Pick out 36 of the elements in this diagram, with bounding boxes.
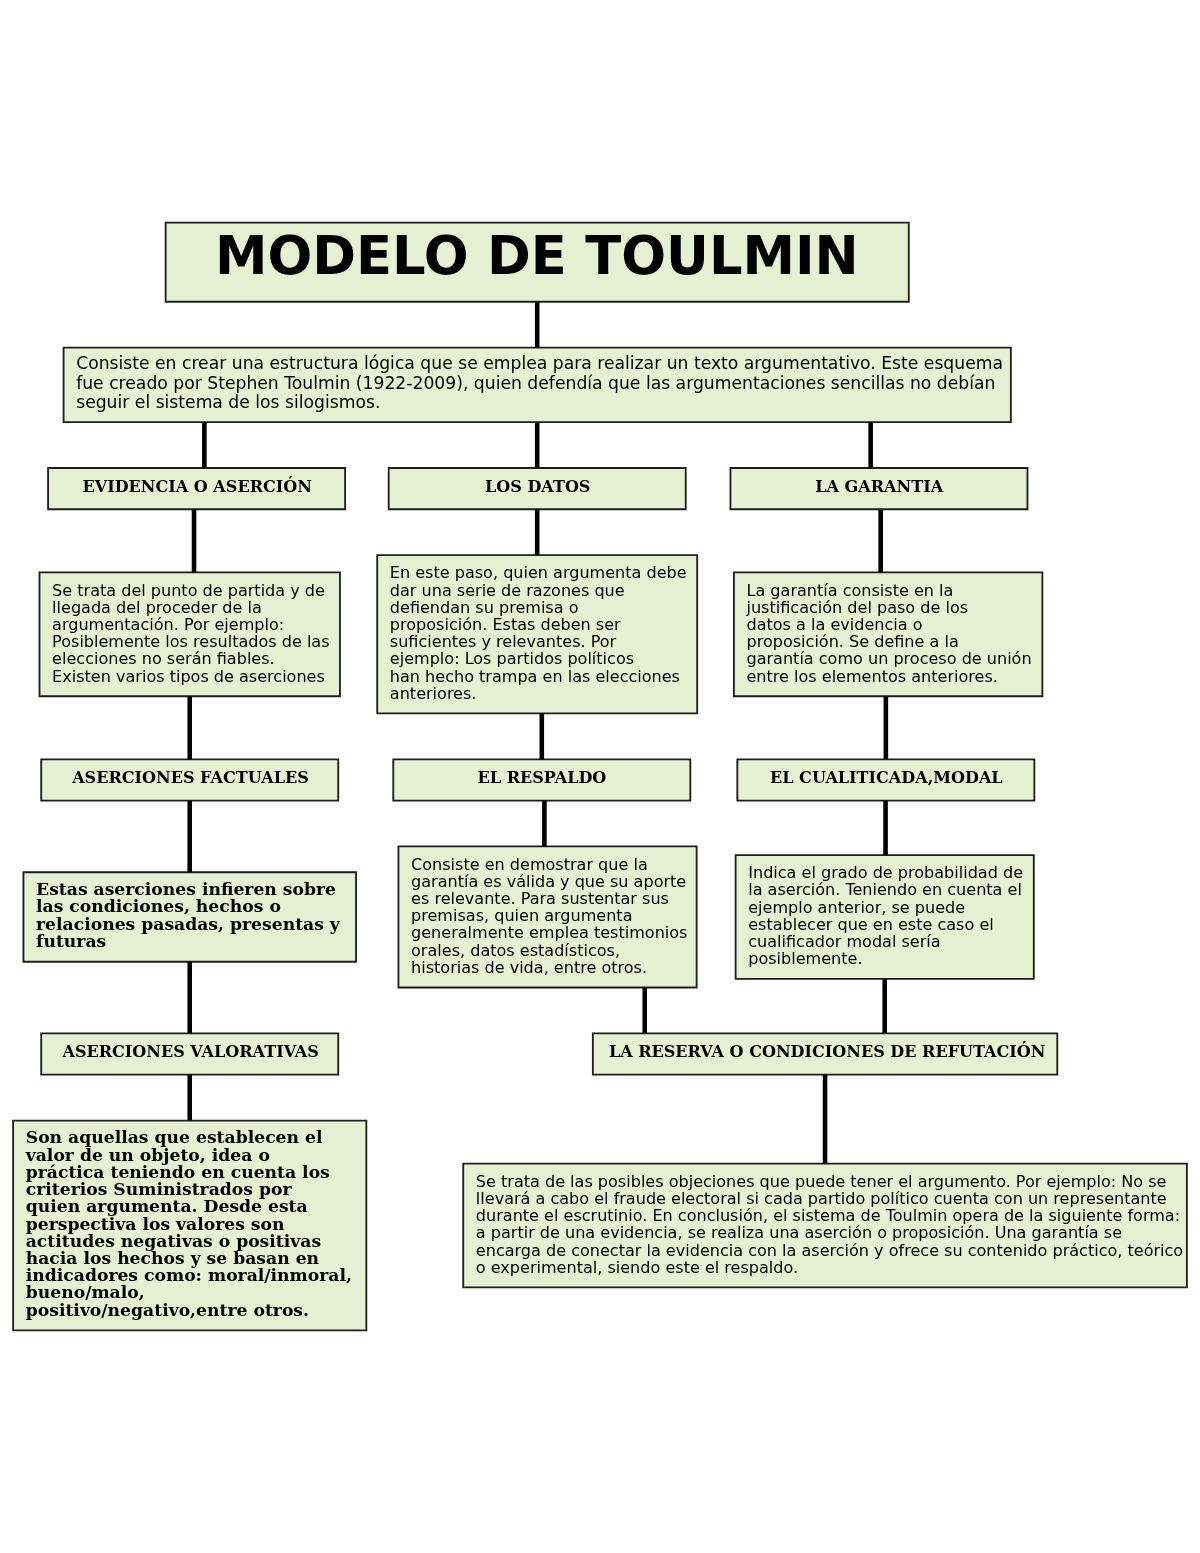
node-box: LOS DATOS (387, 467, 687, 511)
connector (187, 800, 193, 873)
connector (187, 961, 193, 1034)
node-box: LA RESERVA O CONDICIONES DE REFUTACIÓN (591, 1032, 1059, 1076)
connector (191, 509, 197, 573)
connector (542, 800, 547, 847)
node-box: Se trata de las posibles objeciones que puede tener el argumento. Por ejemplo: No se llevará a cabo el fraude electoral si cada partido político cuenta con un representante durante el escrutinio. En conclusión, el sistema de Toulmin opera de la siguiente forma: a partir de una evidencia, se realiza una aserción o proposición. Una garantía se encarga de conectar la evidencia con la aserción y ofrece su contenido práctico, teórico o experimental, siendo este el respaldo. (462, 1162, 1188, 1289)
node-box: EL CUALITICADA,MODAL (736, 758, 1036, 802)
connector (187, 696, 193, 760)
node-box: ASERCIONES VALORATIVAS (40, 1032, 340, 1076)
node-box: Consiste en demostrar que la garantía es válida y que su aporte es relevante. Para sustentar sus premisas, quien argumenta generalmente emplea testimonios orales, datos estadísticos, historias de vida, entre otros. (397, 845, 698, 989)
node-box: MODELO DE TOULMIN (164, 221, 910, 303)
node-box: La garantía consiste en la justificación del paso de los datos a la evidencia o proposición. Se define a la garantía como un proceso de unión entre los elementos anteriores. (732, 571, 1044, 698)
connector (187, 1074, 193, 1121)
connector (883, 800, 888, 855)
node-box: Indica el grado de probabilidad de la aserción. Teniendo en cuenta el ejemplo anterior, se puede establecer que en este caso el cualificador modal sería posiblemente. (734, 854, 1035, 980)
connector (534, 509, 540, 555)
node-box: Se trata del punto de partida y de llegada del proceder de la argumentación. Por ejemplo: Posiblemente los resultados de las elecciones no serán fiables. Existen varios tipos de aserciones (38, 571, 341, 698)
connector (878, 509, 883, 573)
connector (534, 422, 540, 468)
node-box: Son aquellas que establecen el valor de un objeto, idea o práctica teniendo en cuenta los criterios Suministrados por quien argumenta. Desde esta perspectiva los valores son actitudes negativas o positivas hacia los hechos y se basan en indicadores como: moral/inmoral, bueno/malo, positivo/negativo,entre otros. (12, 1119, 368, 1332)
node-box: En este paso, quien argumenta debe dar una serie de razones que defiendan su premisa o proposición. Estas deben ser suficientes y relevantes. Por ejemplo: Los partidos políticos han hecho trampa en las elecciones anteriores. (376, 554, 699, 715)
connector (202, 422, 207, 468)
connector (534, 302, 540, 348)
node-box: EVIDENCIA O ASERCIÓN (47, 467, 347, 511)
node-box: EL RESPALDO (392, 758, 692, 802)
connector (642, 987, 648, 1034)
connector (539, 713, 545, 760)
node-box: LA GARANTIA (729, 467, 1029, 511)
connector (822, 1074, 828, 1164)
connector (883, 696, 889, 760)
connector (868, 422, 873, 468)
node-box: Consiste en crear una estructura lógica que se emplea para realizar un texto argumentativo. Este esquema fue creado por Stephen Toulmin (1922-2009), quien defendía que las argumentaciones sencillas no debían seguir el sistema de los silogismos. (62, 346, 1012, 424)
node-box: Estas aserciones infieren sobre las condiciones, hechos o relaciones pasadas, presentas y futuras (22, 871, 357, 963)
node-box: ASERCIONES FACTUALES (40, 758, 340, 802)
connector (882, 979, 887, 1034)
